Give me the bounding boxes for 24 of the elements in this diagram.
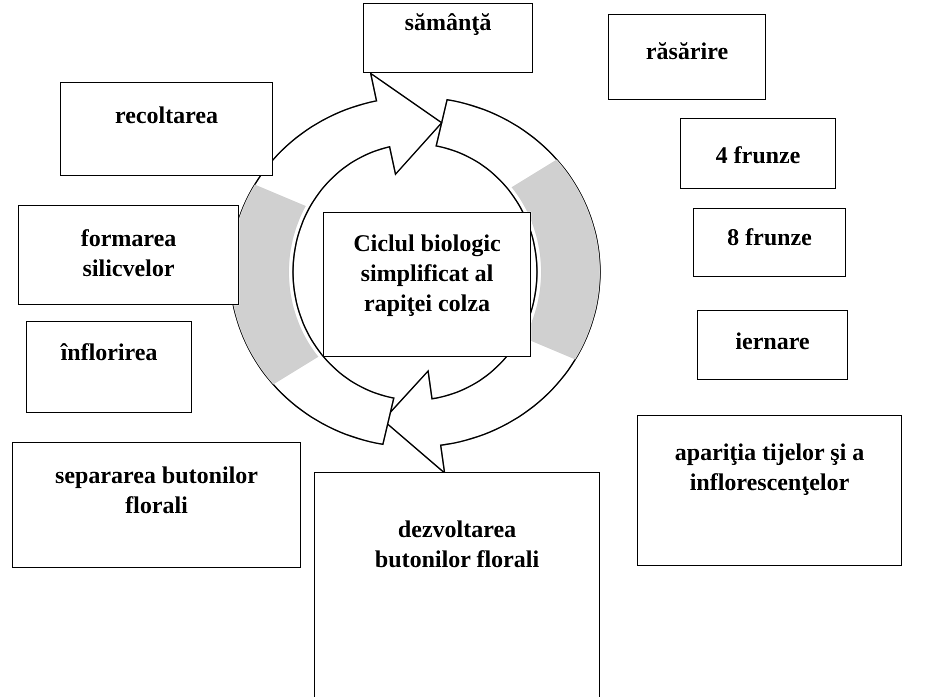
stage-label: formarea silicvelor	[80, 225, 178, 284]
stage-label: dezvoltarea butonilor florali	[374, 516, 540, 575]
stage-box	[60, 82, 273, 176]
stage-box	[693, 208, 846, 277]
stage-box	[608, 14, 766, 100]
stage-box	[12, 442, 301, 568]
stage-label: 8 frunze	[726, 224, 813, 253]
stage-box	[26, 321, 192, 413]
stage-label: sămânţă	[404, 9, 492, 38]
stage-label: înflorirea	[59, 339, 158, 368]
stage-box	[637, 415, 902, 566]
stage-box	[363, 3, 533, 73]
stage-label: răsărire	[644, 38, 730, 67]
stage-label: apariţia tijelor şi a inflorescenţelor	[674, 439, 866, 498]
stage-label: 4 frunze	[714, 142, 802, 171]
center-label: Ciclul biologic simplificat al rapiţei colza	[352, 230, 502, 319]
stage-label: iernare	[734, 328, 811, 357]
title-box	[323, 212, 531, 357]
stage-box	[18, 205, 239, 305]
stage-box	[697, 310, 848, 380]
stage-box	[314, 472, 600, 697]
stage-box	[680, 118, 836, 189]
stage-label: separarea butonilor florali	[54, 462, 259, 521]
stage-label: recoltarea	[114, 102, 220, 131]
